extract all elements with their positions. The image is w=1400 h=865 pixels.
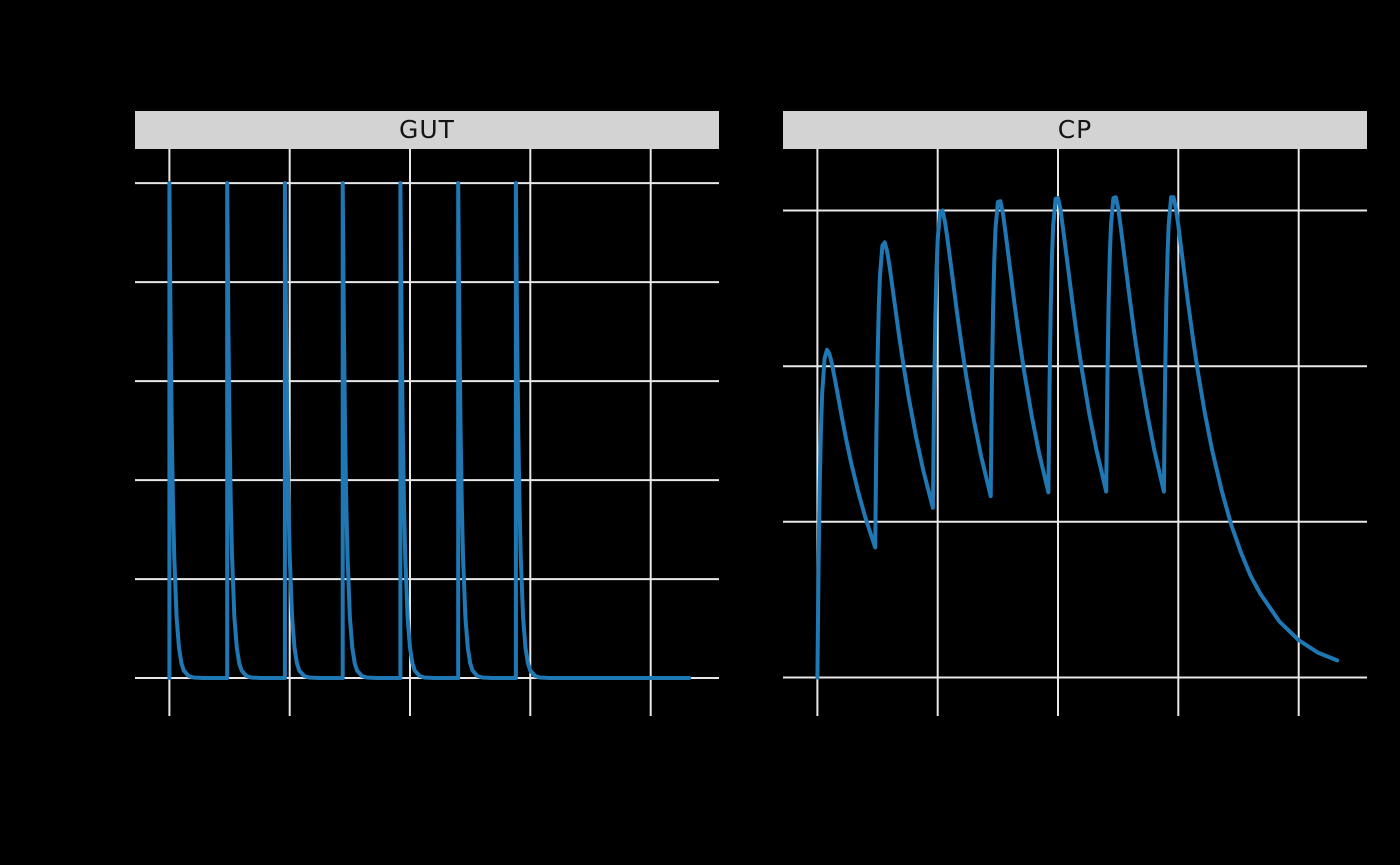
facet-strip-gut: GUT — [135, 111, 719, 149]
gut-panel-plot — [135, 149, 719, 716]
facet-strip-label: CP — [1057, 115, 1093, 144]
cp-panel-plot — [783, 149, 1367, 716]
facet-strip-cp: CP — [783, 111, 1367, 149]
facet-strip-label: GUT — [399, 115, 455, 144]
